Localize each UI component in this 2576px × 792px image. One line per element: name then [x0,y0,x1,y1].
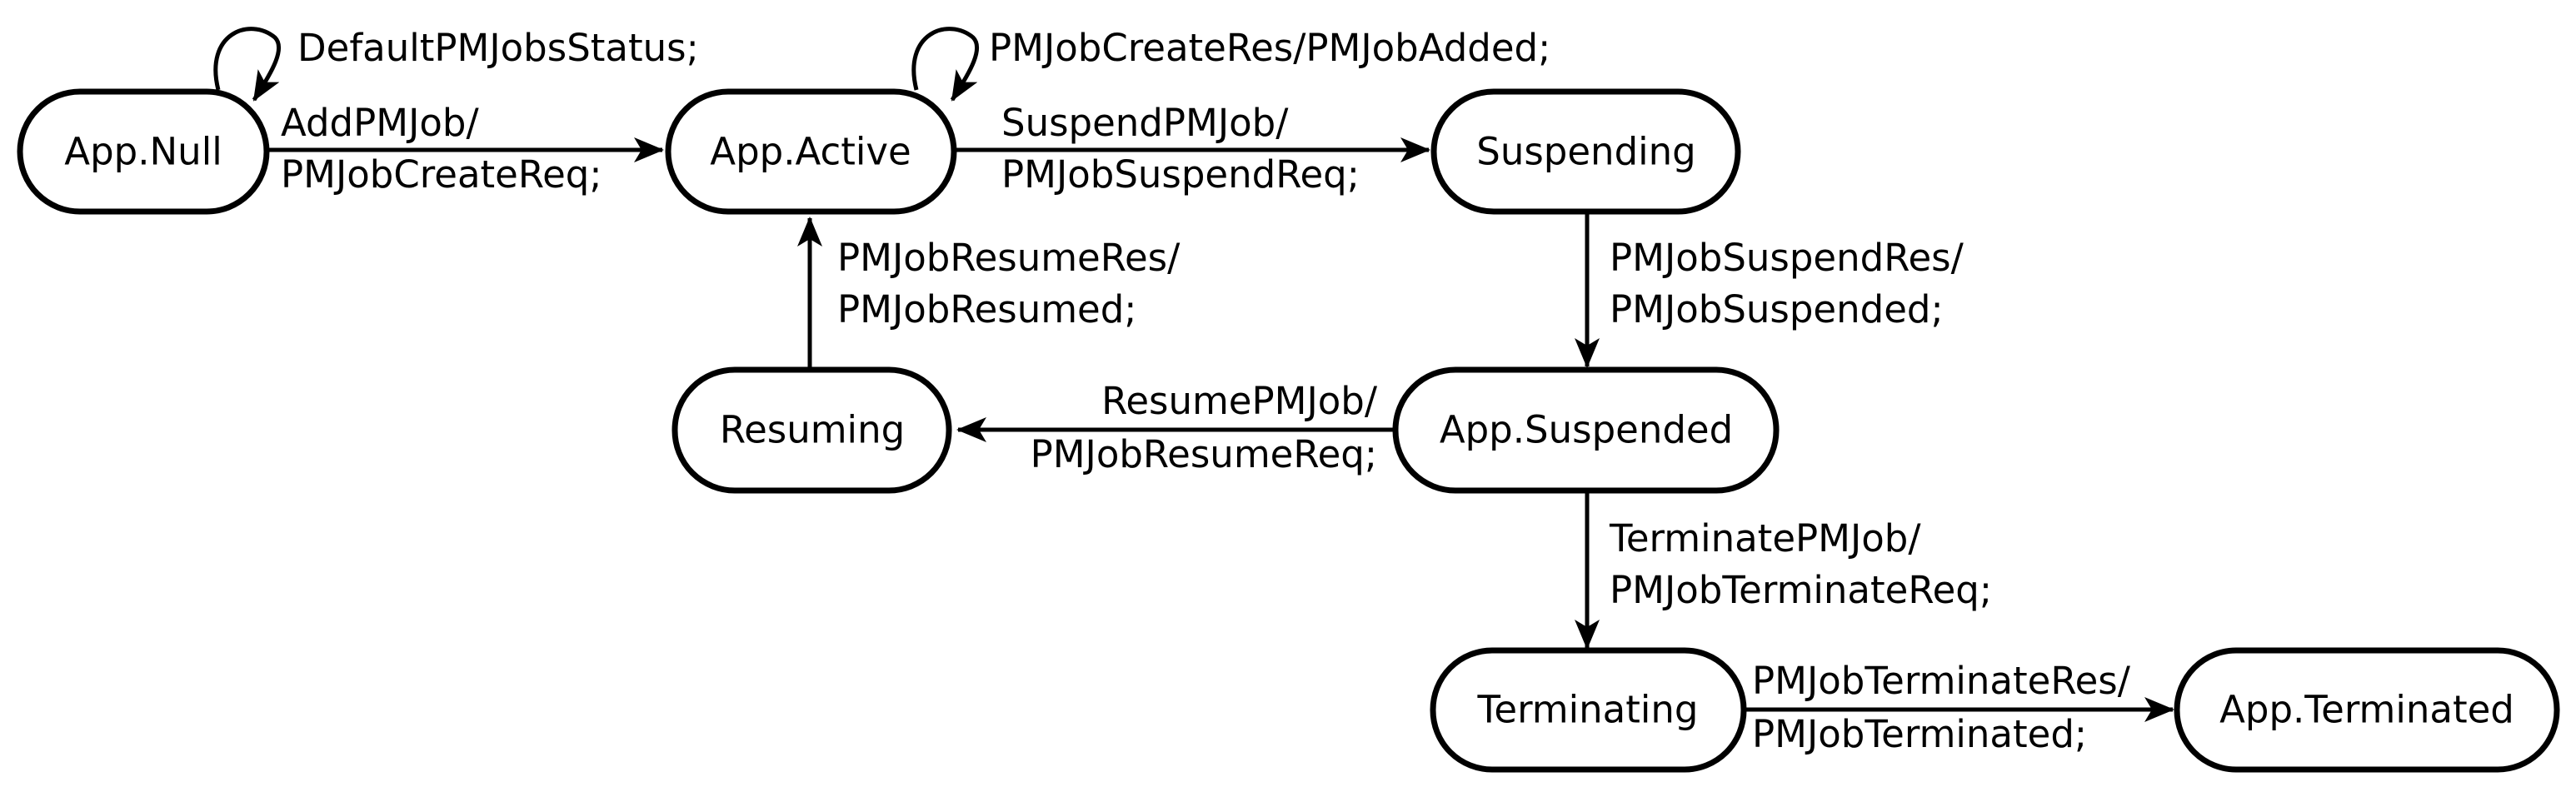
state-app-null: App.Null [17,88,270,215]
edge-null-to-active-label-2: PMJobCreateReq; [281,152,602,197]
edge-null-self-label: DefaultPMJobsStatus; [297,26,699,70]
state-resuming-label: Resuming [720,408,905,452]
edge-active-self-line [911,27,980,102]
edge-terminating-to-terminated-label-2: PMJobTerminated; [1752,712,2087,756]
state-resuming: Resuming [671,366,952,494]
state-suspending-label: Suspending [1476,130,1695,174]
state-app-active: App.Active [665,88,957,215]
state-app-null-label: App.Null [64,130,222,174]
edge-null-to-active: AddPMJob/ PMJobCreateReq; [267,101,664,197]
edge-suspended-to-resuming-label-2: PMJobResumeReq; [1031,432,1377,476]
edge-null-to-active-label-1: AddPMJob/ [281,101,479,145]
edge-suspending-to-suspended-label-2: PMJobSuspended; [1610,287,1944,331]
edge-suspending-to-suspended-label-1: PMJobSuspendRes/ [1610,236,1964,280]
edge-resuming-to-active-label-2: PMJobResumed; [837,287,1136,331]
state-app-suspended-label: App.Suspended [1440,408,1733,452]
state-app-suspended: App.Suspended [1392,366,1780,494]
edge-active-to-suspending-label-2: PMJobSuspendReq; [1001,152,1360,197]
edge-suspending-to-suspended: PMJobSuspendRes/ PMJobSuspended; [1575,214,1964,368]
edge-suspended-to-terminating-label-1: TerminatePMJob/ [1609,516,1921,560]
edge-terminating-to-terminated: PMJobTerminateRes/ PMJobTerminated; [1744,659,2174,756]
state-terminating-label: Terminating [1477,688,1699,732]
edge-null-self: DefaultPMJobsStatus; [213,26,699,102]
edge-suspended-to-terminating-label-2: PMJobTerminateReq; [1610,568,1992,612]
edge-suspended-to-resuming: ResumePMJob/ PMJobResumeReq; [956,379,1397,476]
state-app-terminated: App.Terminated [2174,647,2560,773]
edge-resuming-to-active: PMJobResumeRes/ PMJobResumed; [797,217,1181,368]
edge-active-self-label: PMJobCreateRes/PMJobAdded; [989,26,1550,70]
edge-suspended-to-terminating: TerminatePMJob/ PMJobTerminateReq; [1575,493,1992,650]
edge-terminating-to-terminated-label-1: PMJobTerminateRes/ [1752,659,2131,703]
state-app-terminated-label: App.Terminated [2219,688,2514,732]
edge-active-to-suspending-label-1: SuspendPMJob/ [1001,101,1289,145]
edge-null-self-line [213,27,282,102]
edge-active-self: PMJobCreateRes/PMJobAdded; [911,26,1550,102]
edge-active-to-suspending: SuspendPMJob/ PMJobSuspendReq; [954,101,1430,197]
state-app-active-label: App.Active [710,130,911,174]
state-suspending: Suspending [1430,88,1741,215]
edge-suspended-to-resuming-label-1: ResumePMJob/ [1101,379,1378,423]
edge-resuming-to-active-label-1: PMJobResumeRes/ [837,236,1181,280]
state-terminating: Terminating [1430,647,1747,773]
